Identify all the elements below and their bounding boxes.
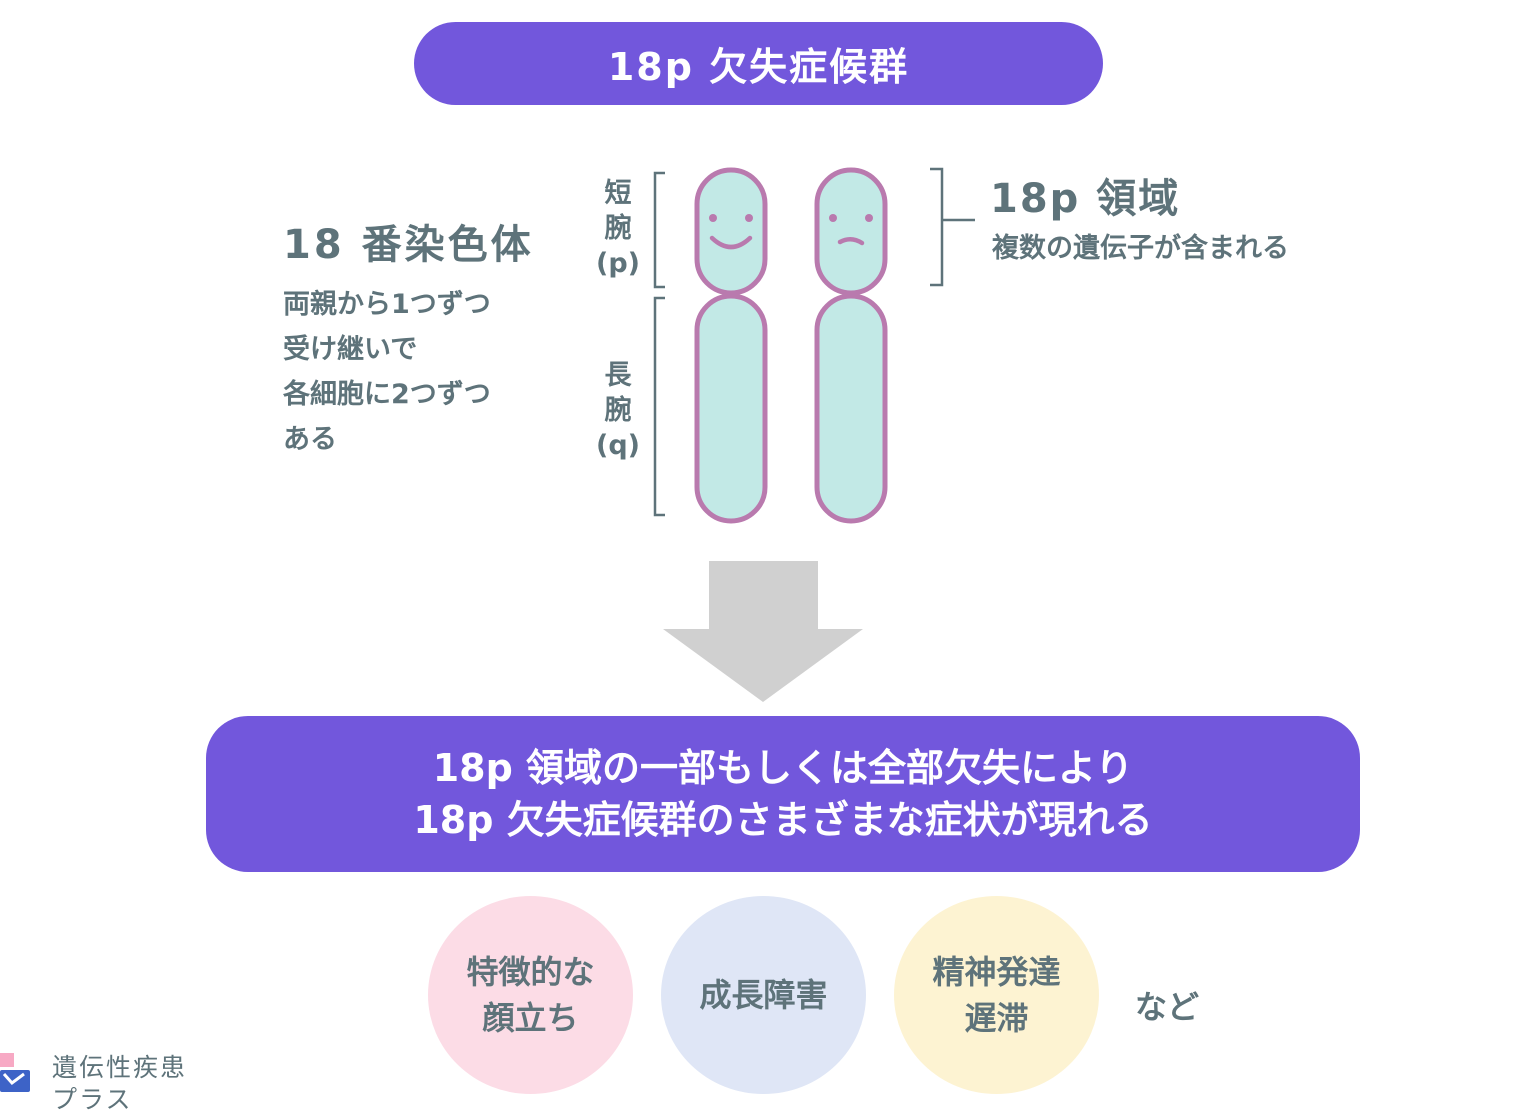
logo-line: 遺伝性疾患 (52, 1053, 188, 1082)
region-bracket (930, 167, 975, 287)
chromosome-p-arm (694, 167, 768, 296)
short-arm-label-line: 腕 (604, 213, 632, 244)
long-arm-label-line: (q) (595, 430, 640, 461)
chromosome-q-arm (814, 293, 888, 524)
short-arm-label-line: 短 (604, 178, 632, 209)
chromosome-happy (694, 167, 768, 524)
description-line: 各細胞に2つずつ (283, 379, 491, 410)
logo-icon (0, 1053, 30, 1092)
chromosome-heading: 18 番染色体 (283, 222, 534, 268)
long-arm-label-line: 長 (604, 360, 632, 391)
chromosome-q-arm (694, 293, 768, 524)
logo-text: 遺伝性疾患 プラス (52, 1052, 187, 1116)
symptom-circle: 成長障害 (661, 896, 866, 1094)
region-subtitle: 複数の遺伝子が含まれる (992, 233, 1289, 264)
etc-label: など (1135, 988, 1200, 1026)
short-arm-bracket (653, 171, 665, 289)
page-title: 18p 欠失症候群 (414, 22, 1103, 105)
symptom-line: 特徴的な (466, 953, 595, 991)
short-arm-label: 短 腕 (p) (592, 176, 644, 281)
symptom-circle: 精神発達 遅滞 (894, 896, 1099, 1094)
eye-icon (829, 214, 837, 222)
eye-icon (865, 214, 873, 222)
description-line: 受け継いで (283, 334, 418, 365)
short-arm-label-line: (p) (595, 248, 640, 279)
description-line: ある (283, 424, 337, 455)
eye-icon (745, 214, 753, 222)
long-arm-label-line: 腕 (604, 395, 632, 426)
chromosome-sad (814, 167, 888, 524)
chromosome-p-arm (814, 167, 888, 296)
region-title: 18p 領域 (990, 176, 1181, 222)
chromosome-description: 両親から1つずつ 受け継いで 各細胞に2つずつ ある (283, 282, 573, 462)
long-arm-bracket (653, 296, 665, 517)
symptom-line: 精神発達 (932, 953, 1061, 991)
result-line: 18p 領域の一部もしくは全部欠失により (432, 746, 1134, 790)
symptom-line: 成長障害 (699, 976, 828, 1014)
logo-line: プラス (52, 1085, 133, 1114)
chromosome-diagram (653, 167, 975, 702)
symptom-circle: 特徴的な 顔立ち (428, 896, 633, 1094)
result-line: 18p 欠失症候群のさまざまな症状が現れる (413, 798, 1153, 842)
down-arrow-icon (663, 561, 863, 702)
symptom-line: 顔立ち (482, 999, 579, 1037)
long-arm-label: 長 腕 (q) (592, 358, 644, 463)
eye-icon (709, 214, 717, 222)
result-box: 18p 領域の一部もしくは全部欠失により 18p 欠失症候群のさまざまな症状が現… (206, 716, 1360, 872)
symptom-line: 遅滞 (964, 999, 1029, 1037)
smile-icon (709, 235, 753, 250)
description-line: 両親から1つずつ (283, 289, 491, 320)
frown-icon (837, 237, 865, 246)
